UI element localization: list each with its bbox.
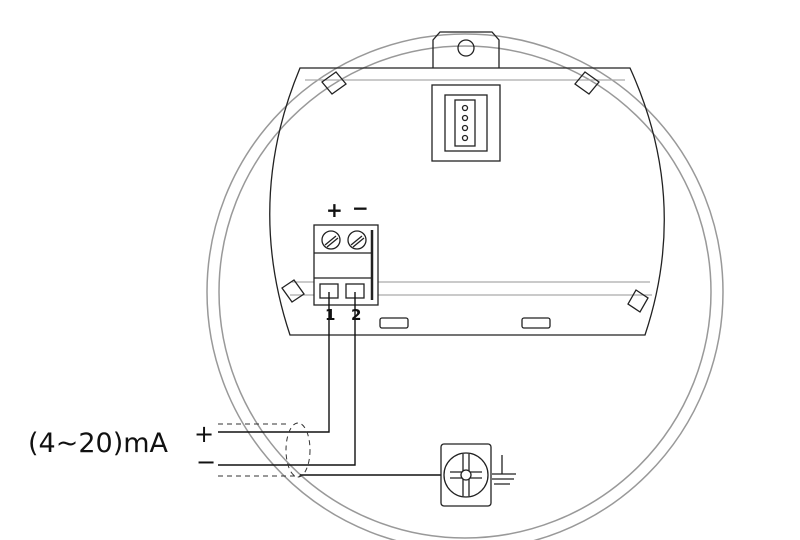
terminal-2-label: 2 bbox=[351, 306, 362, 324]
signal-plus-sign: + bbox=[194, 420, 215, 448]
cable-shield bbox=[218, 422, 311, 478]
terminal-plus-label: + bbox=[326, 198, 343, 222]
mounting-bracket bbox=[432, 31, 500, 68]
ground-symbol-icon bbox=[492, 455, 516, 485]
terminal-1-label: 1 bbox=[325, 306, 336, 324]
housing-outer-circle bbox=[206, 33, 724, 540]
terminal-minus-label: − bbox=[352, 196, 369, 220]
wires bbox=[218, 292, 442, 476]
signal-label: (4~20)mA bbox=[28, 428, 168, 459]
display-connector bbox=[431, 84, 501, 162]
housing-inner-circle bbox=[218, 45, 712, 539]
terminal-block bbox=[313, 224, 379, 306]
ground-terminal bbox=[440, 443, 492, 507]
signal-minus-sign: − bbox=[196, 448, 217, 476]
